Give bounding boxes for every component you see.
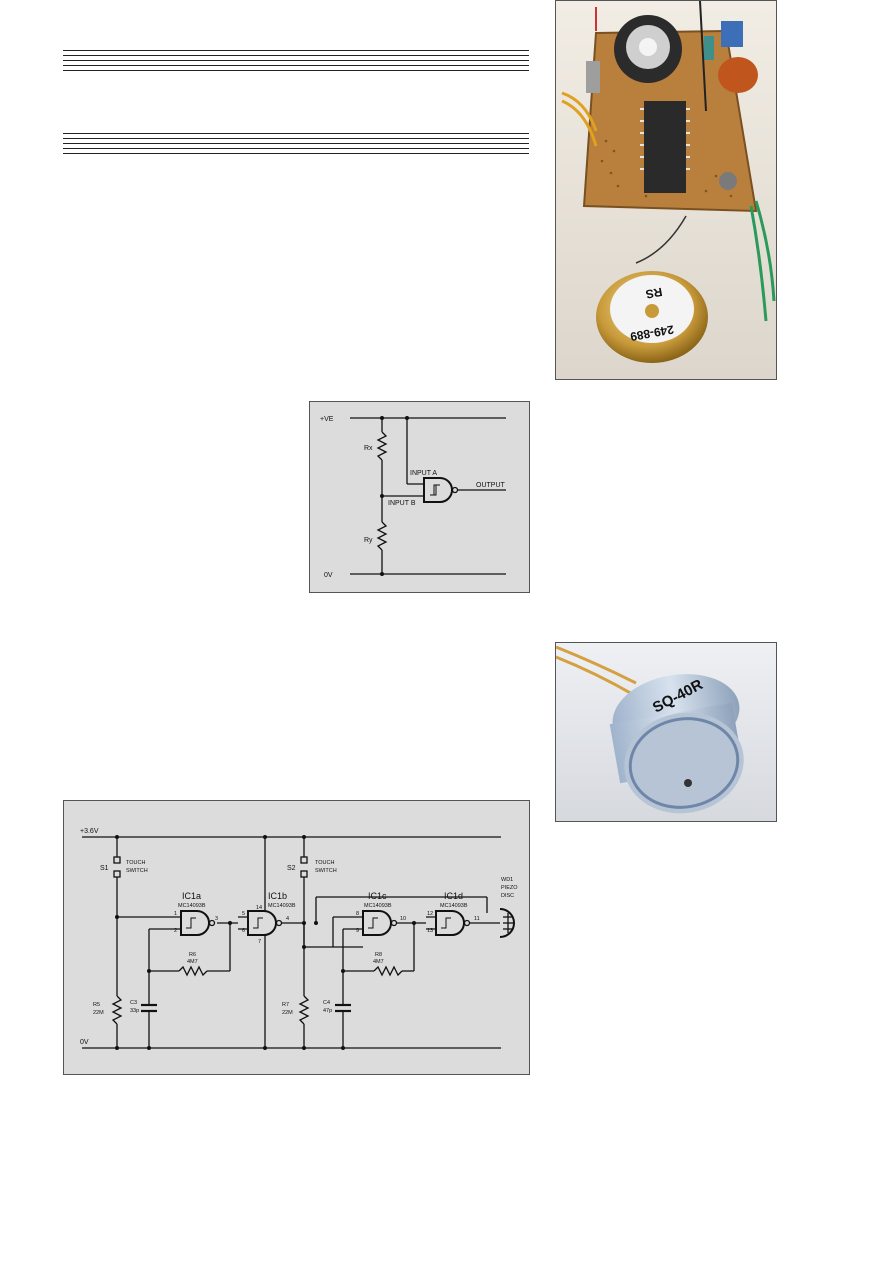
s1-desc-2: SWITCH — [126, 868, 148, 874]
c4-value: 47p — [323, 1008, 332, 1014]
s1-desc-1: TOUCH — [126, 860, 145, 866]
ic1b-pin-4: 4 — [286, 916, 289, 922]
wd1-line3: DISC — [501, 893, 514, 899]
ic1d-pin-12: 12 — [427, 911, 433, 917]
ultrasonic-transducer-photo: SQ-40R — [555, 642, 777, 822]
r5-ref: R5 — [93, 1002, 100, 1008]
prototype-board-photo: RS 249-889 — [555, 0, 777, 380]
s2-ref: S2 — [287, 865, 296, 872]
supply-label: +3.6V — [80, 828, 99, 835]
s1-ref: S1 — [100, 865, 109, 872]
r6-ref: R6 — [189, 952, 196, 958]
ic1c-pin-8: 8 — [356, 911, 359, 917]
rx-resistor — [376, 431, 388, 461]
ic1b-ref: IC1b — [268, 891, 287, 901]
ic1a-pin-1: 1 — [174, 911, 177, 917]
r8-ref: R8 — [375, 952, 382, 958]
input-b-label: INPUT B — [388, 500, 416, 507]
ic1c-pin-9: 9 — [356, 928, 359, 934]
r6-resistor — [178, 965, 208, 977]
ic1d-part: MC14093B — [440, 903, 468, 909]
prototype-board-image: RS 249-889 — [556, 1, 776, 379]
r7-resistor — [298, 995, 310, 1025]
ic1b-pin-14: 14 — [256, 905, 262, 911]
ic1b-part: MC14093B — [268, 903, 296, 909]
gate-ground-label: 0V — [324, 572, 333, 579]
wd1-line1: WD1 — [501, 877, 513, 883]
circuit-diagram: +3.6V 0V S1 TOUCH SWITCH S2 TOUCH SWITCH… — [63, 800, 530, 1075]
piezo-rs-mark: RS — [645, 285, 664, 302]
ry-resistor — [376, 521, 388, 551]
ic1c-part: MC14093B — [364, 903, 392, 909]
schmitt-nand-gate — [423, 477, 453, 503]
input-a-label: INPUT A — [410, 470, 437, 477]
heading-rules-bottom — [63, 133, 529, 158]
ic1a-pin-3: 3 — [215, 916, 218, 922]
r8-value: 4M7 — [373, 959, 384, 965]
s2-desc-1: TOUCH — [315, 860, 334, 866]
ic1d-gate — [435, 910, 465, 936]
ic1a-pin-2: 2 — [174, 928, 177, 934]
ic1b-pin-5: 5 — [242, 911, 245, 917]
ic1a-part: MC14093B — [178, 903, 206, 909]
ic1b-pin-6: 6 — [242, 928, 245, 934]
ic1d-pin-11: 11 — [474, 916, 480, 922]
ic1b-gate — [247, 910, 277, 936]
s2-touch-switch — [300, 856, 308, 864]
gate-supply-label: +VE — [320, 416, 334, 423]
r6-value: 4M7 — [187, 959, 198, 965]
ic1b-pin-7: 7 — [258, 939, 261, 945]
c3-value: 33p — [130, 1008, 139, 1014]
output-label: OUTPUT — [476, 482, 506, 489]
r5-value: 22M — [93, 1010, 104, 1016]
ic1d-ref: IC1d — [444, 891, 463, 901]
r8-resistor — [373, 965, 403, 977]
ic1c-gate — [362, 910, 392, 936]
c3-ref: C3 — [130, 1000, 137, 1006]
heading-rules-top — [63, 50, 529, 75]
piezo-disc — [499, 908, 515, 938]
ic1d-pin-13: 13 — [427, 928, 433, 934]
ry-label: Ry — [364, 537, 373, 544]
s2-desc-2: SWITCH — [315, 868, 337, 874]
r5-resistor — [111, 995, 123, 1025]
ic1c-pin-10: 10 — [400, 916, 406, 922]
rx-label: Rx — [364, 445, 373, 452]
ic1a-gate — [180, 910, 210, 936]
r7-ref: R7 — [282, 1002, 289, 1008]
ic1a-ref: IC1a — [182, 891, 201, 901]
wd1-line2: PIEZO — [501, 885, 518, 891]
c4-ref: C4 — [323, 1000, 330, 1006]
ic1c-ref: IC1c — [368, 891, 387, 901]
s1-touch-switch — [113, 856, 121, 864]
ground-label: 0V — [80, 1039, 89, 1046]
r7-value: 22M — [282, 1010, 293, 1016]
gate-diagram: +VE 0V Rx Ry INPUT A INPUT B OUTPUT — [309, 401, 530, 593]
transducer-image: SQ-40R — [556, 643, 776, 821]
